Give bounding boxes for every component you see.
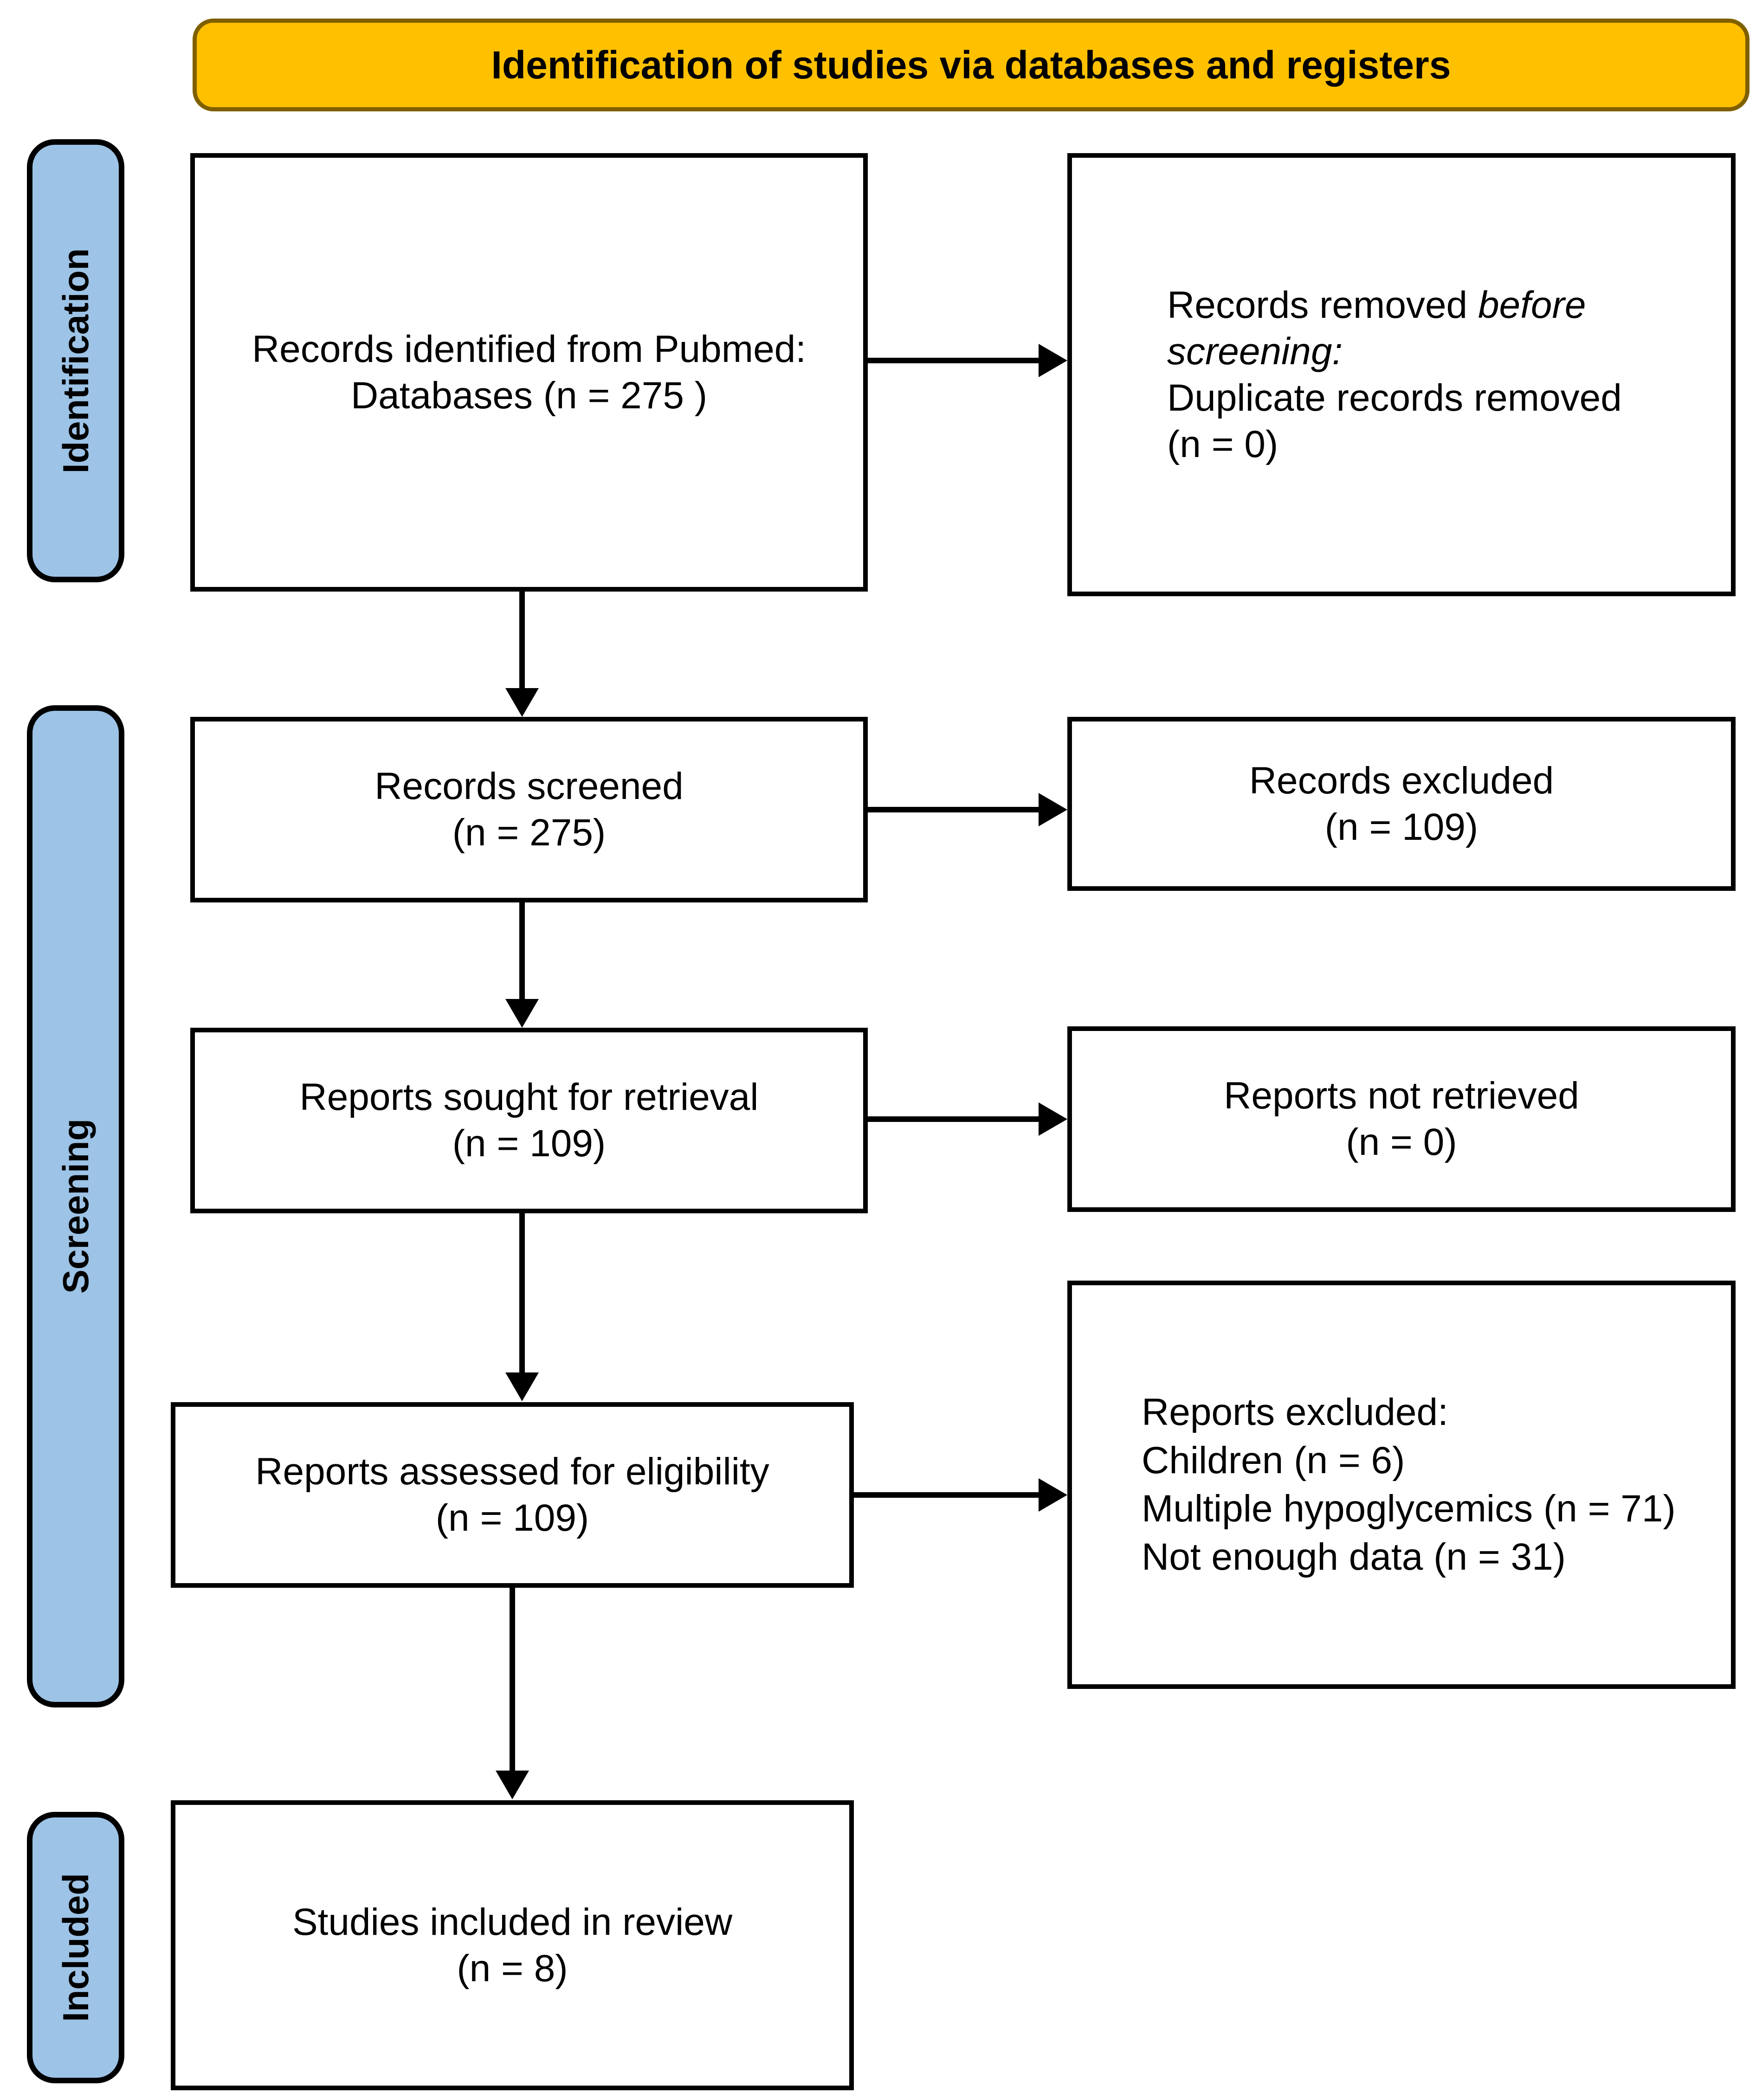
diagram-title: Identification of studies via databases … (491, 43, 1451, 87)
box-reports-excluded: Reports excluded: Children (n = 6) Multi… (1067, 1281, 1736, 1689)
box-records-identified-line2: Databases (n = 275 ) (350, 374, 708, 417)
box-reports-assessed-line2: (n = 109) (435, 1497, 589, 1539)
stage-identification-label: Identification (55, 248, 96, 474)
box-reports-excluded-line1: Reports excluded: (1142, 1391, 1448, 1433)
stage-included-label: Included (55, 1873, 96, 2022)
box-reports-sought-line1: Reports sought for retrieval (299, 1076, 759, 1118)
box-records-excluded-line1: Records excluded (1249, 759, 1554, 802)
box-reports-assessed-line1: Reports assessed for eligibility (255, 1450, 769, 1493)
arrow-right-icon (1039, 1102, 1067, 1136)
stage-identification: Identification (27, 139, 124, 582)
box-records-identified-line1: Records identified from Pubmed: (252, 328, 807, 370)
box-records-excluded: Records excluded (n = 109) (1067, 717, 1736, 891)
box-reports-excluded-line2: Children (n = 6) (1142, 1439, 1405, 1482)
arrow-down-icon (496, 1771, 529, 1799)
box-reports-not-retrieved-line1: Reports not retrieved (1224, 1075, 1579, 1117)
box-studies-included-line2: (n = 8) (457, 1947, 568, 1990)
box-records-removed-line1: Records removed before (1167, 283, 1586, 326)
arrow-down-icon (505, 1372, 539, 1401)
stage-screening: Screening (27, 705, 124, 1707)
box-records-removed: Records removed before screening: Duplic… (1067, 153, 1736, 596)
arrow-right-icon (1039, 1478, 1067, 1512)
box-records-excluded-line2: (n = 109) (1324, 805, 1478, 848)
box-records-screened: Records screened (n = 275) (190, 717, 868, 902)
box-reports-assessed: Reports assessed for eligibility (n = 10… (171, 1402, 854, 1588)
stage-included: Included (27, 1812, 124, 2083)
box-reports-not-retrieved: Reports not retrieved (n = 0) (1067, 1026, 1736, 1212)
box-reports-excluded-line3: Multiple hypoglycemics (n = 71) (1142, 1488, 1676, 1530)
box-records-removed-line2: screening: (1167, 330, 1343, 373)
box-records-removed-line3: Duplicate records removed (1167, 376, 1622, 419)
title-banner: Identification of studies via databases … (193, 19, 1750, 111)
arrow-right-icon (1039, 344, 1067, 377)
box-records-screened-line1: Records screened (374, 765, 684, 807)
box-studies-included: Studies included in review (n = 8) (171, 1800, 854, 2090)
stage-screening-label: Screening (55, 1119, 96, 1294)
box-records-removed-line4: (n = 0) (1167, 423, 1278, 465)
box-reports-excluded-line4: Not enough data (n = 31) (1142, 1536, 1566, 1578)
box-reports-sought-line2: (n = 109) (452, 1122, 606, 1165)
arrow-right-icon (1039, 793, 1067, 826)
arrow-down-icon (505, 999, 539, 1028)
box-reports-not-retrieved-line2: (n = 0) (1346, 1121, 1457, 1163)
arrow-down-icon (505, 688, 539, 717)
box-reports-sought: Reports sought for retrieval (n = 109) (190, 1028, 868, 1213)
box-records-identified: Records identified from Pubmed: Database… (190, 153, 868, 592)
box-studies-included-line1: Studies included in review (292, 1900, 733, 1943)
box-records-screened-line2: (n = 275) (452, 812, 606, 854)
